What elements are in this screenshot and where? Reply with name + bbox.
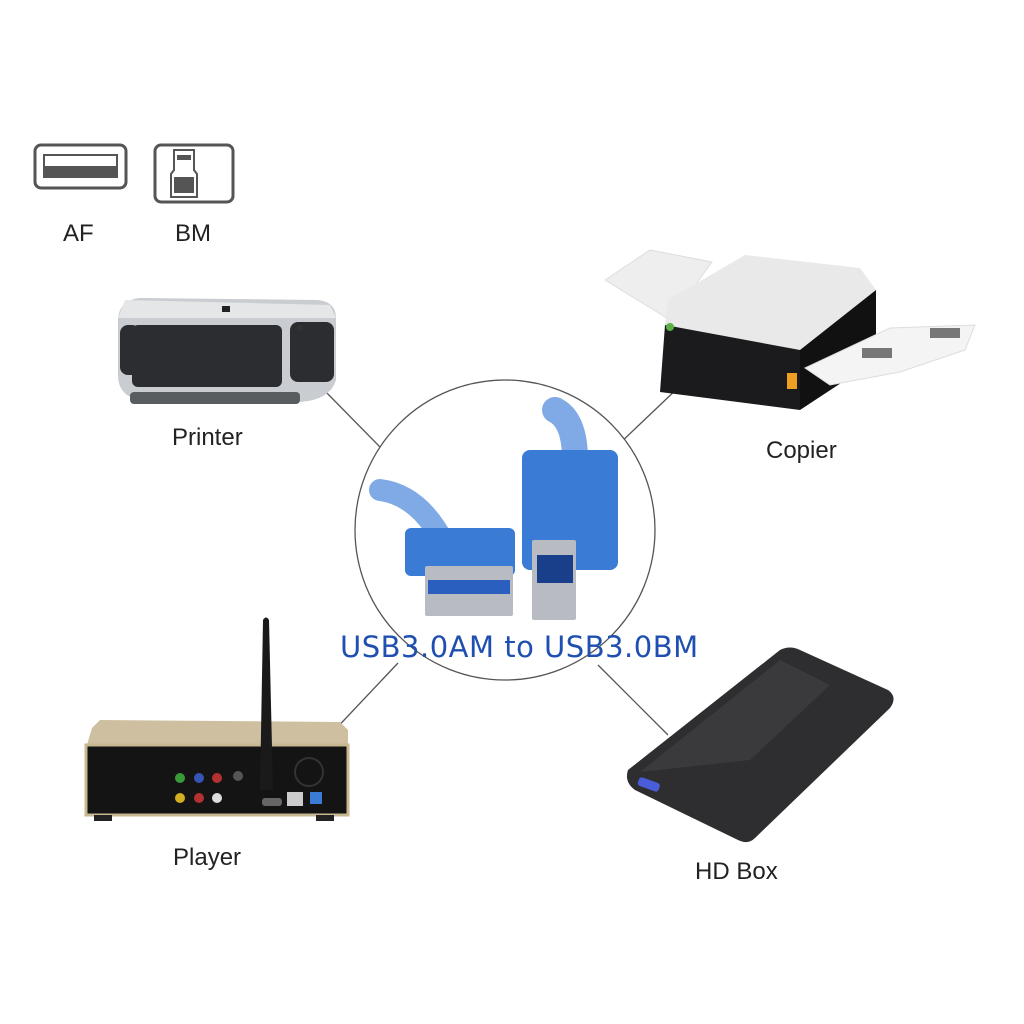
media-player-illustration: [84, 617, 350, 821]
device-label-printer: Printer: [172, 424, 243, 451]
legend-label-af: AF: [63, 220, 94, 247]
usb-b-male-port-icon: [153, 143, 235, 204]
cable-title: USB3.0AM to USB3.0BM: [340, 630, 699, 664]
printer-illustration: [118, 298, 336, 404]
usb-cable-illustration: [369, 397, 618, 620]
legend-label-bm: BM: [175, 220, 211, 247]
device-label-hd-box: HD Box: [695, 858, 778, 885]
device-label-player: Player: [173, 844, 242, 871]
connector-lines: [321, 385, 681, 736]
copier-illustration: [604, 249, 976, 410]
device-label-copier: Copier: [766, 437, 837, 464]
usb-a-female-port-icon: [33, 143, 128, 190]
hd-box-illustration: [626, 647, 894, 843]
